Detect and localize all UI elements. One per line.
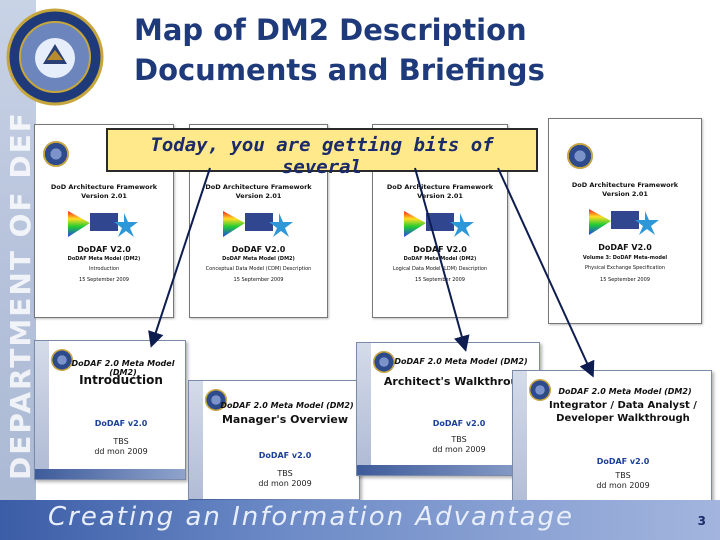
doc-line-1: DoD Architecture Framework: [50, 183, 158, 191]
seal-icon: [567, 143, 593, 169]
doc-line-2: Version 2.01: [235, 192, 282, 200]
doc-subtitle: Introduction: [88, 266, 120, 272]
slide-title: Map of DM2 Description Documents and Bri…: [134, 10, 694, 90]
slide-title-line-1: Map of DM2 Description: [134, 13, 527, 47]
doc-pes: DoD Architecture Framework Version 2.01 …: [548, 118, 702, 324]
brief-side-stripe: [357, 343, 371, 475]
brief-bottom-band: [35, 469, 185, 479]
doc-brand: DoDAF V2.0: [77, 245, 131, 254]
dodaf-logo-icon: [589, 203, 661, 241]
seal-icon: [205, 389, 227, 411]
callout-text: Today, you are getting bits of several: [150, 134, 494, 178]
brief-tbs: TBS: [451, 435, 467, 444]
brief-side-stripe: [35, 341, 49, 479]
brief-date: dd mon 2009: [432, 445, 486, 454]
brief-name: Introduction: [79, 373, 163, 387]
doc-date: 15 September 2009: [600, 277, 650, 283]
doc-line-1: DoD Architecture Framework: [571, 181, 679, 189]
brief-brand: DoDAF v2.0: [432, 419, 486, 428]
seal-icon: [373, 351, 395, 373]
briefing-managers-overview: DoDAF 2.0 Meta Model (DM2) Manager's Ove…: [188, 380, 360, 510]
slide-title-line-2: Documents and Briefings: [134, 53, 545, 87]
doc-line-2: Version 2.01: [602, 190, 648, 198]
dodaf-logo-icon: [404, 205, 476, 243]
left-band-watermark-text: DEPARTMENT OF DEFENSE: [4, 110, 34, 480]
callout-box: Today, you are getting bits of several: [106, 128, 538, 178]
seal-icon: [43, 141, 69, 167]
brief-name: Integrator / Data Analyst / Developer Wa…: [549, 400, 697, 424]
dodaf-logo-icon: [222, 205, 295, 243]
brief-name: Manager's Overview: [221, 413, 349, 426]
brief-header: DoDAF 2.0 Meta Model (DM2): [558, 387, 692, 396]
doc-brand: DoDAF V2.0: [231, 245, 286, 254]
brief-tbs: TBS: [277, 469, 293, 478]
brief-side-stripe: [189, 381, 203, 509]
doc-subtitle: Conceptual Data Model (CDM) Description: [205, 266, 312, 272]
doc-subtitle: Logical Data Model (LDM) Description: [392, 266, 488, 272]
doc-subtitle: Physical Exchange Specification: [584, 265, 666, 271]
seal-icon: [529, 379, 551, 401]
brief-date: dd mon 2009: [258, 479, 312, 488]
brief-brand: DoDAF v2.0: [94, 419, 148, 428]
brief-tbs: TBS: [113, 437, 129, 446]
doc-line-2: Version 2.01: [81, 192, 127, 200]
doc-model: DoDAF Meta Model (DM2): [403, 256, 477, 262]
brief-name: Architect's Walkthrough: [383, 375, 535, 388]
seal-icon: [51, 349, 73, 371]
brief-header: DoDAF 2.0 Meta Model (DM2): [394, 357, 528, 366]
doc-model: DoDAF Meta Model (DM2): [67, 256, 141, 262]
footer-strip: Creating an Information Advantage 3: [0, 500, 720, 540]
doc-date: 15 September 2009: [79, 277, 129, 283]
brief-brand: DoDAF v2.0: [258, 451, 312, 460]
doc-model: Volume 3: DoDAF Meta-model: [582, 255, 668, 261]
brief-date: dd mon 2009: [94, 447, 148, 456]
brief-date: dd mon 2009: [596, 481, 650, 490]
brief-bottom-band: [357, 465, 539, 475]
doc-line-1: DoD Architecture Framework: [386, 183, 494, 191]
doc-brand: DoDAF V2.0: [413, 245, 467, 254]
brief-brand: DoDAF v2.0: [596, 457, 650, 466]
brief-header: DoDAF 2.0 Meta Model (DM2): [71, 359, 175, 377]
page-number: 3: [697, 514, 706, 528]
briefing-introduction: DoDAF 2.0 Meta Model (DM2) Introduction …: [34, 340, 186, 480]
doc-line-1: DoD Architecture Framework: [205, 183, 312, 191]
footer-tagline: Creating an Information Advantage: [48, 502, 575, 532]
doc-model: DoDAF Meta Model (DM2): [222, 256, 295, 262]
brief-tbs: TBS: [615, 471, 631, 480]
dod-seal-icon: [6, 8, 104, 106]
brief-side-stripe: [513, 371, 527, 521]
brief-header: DoDAF 2.0 Meta Model (DM2): [220, 401, 354, 410]
doc-date: 15 September 2009: [415, 277, 465, 283]
doc-line-2: Version 2.01: [417, 192, 463, 200]
doc-date: 15 September 2009: [233, 277, 284, 283]
dodaf-logo-icon: [68, 205, 140, 243]
doc-brand: DoDAF V2.0: [598, 243, 652, 252]
